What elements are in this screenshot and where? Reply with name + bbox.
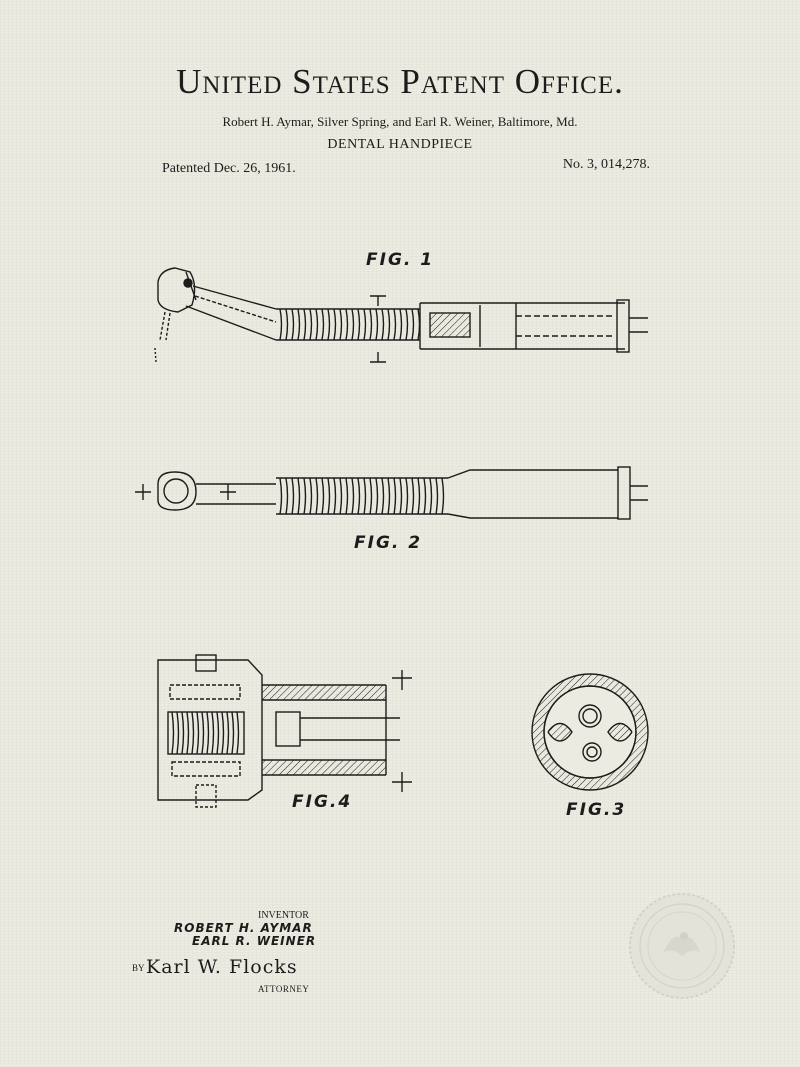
fig3-label: FIG.3 — [566, 800, 627, 820]
eagle-seal-icon — [629, 893, 735, 999]
patent-subject: DENTAL HANDPIECE — [327, 137, 473, 152]
inventor-name-2: EARL R. WEINER — [192, 934, 317, 948]
fig4-label: FIG.4 — [292, 792, 353, 812]
page-title: United States Patent Office. — [176, 62, 624, 101]
attorney-label: ATTORNEY — [258, 984, 310, 994]
fig1-label: FIG. 1 — [366, 250, 435, 270]
inventors-line: Robert H. Aymar, Silver Spring, and Earl… — [222, 114, 578, 129]
fig2-drawing — [135, 466, 648, 520]
patented-date: Patented Dec. 26, 1961. — [162, 161, 296, 176]
inventor-name-1: ROBERT H. AYMAR — [174, 921, 313, 935]
attorney-signature: Karl W. Flocks — [146, 956, 298, 978]
fig1-drawing — [154, 267, 648, 363]
fig2-label: FIG. 2 — [354, 533, 423, 553]
inventor-label: INVENTOR — [258, 910, 309, 921]
patent-number: No. 3, 014,278. — [562, 157, 650, 172]
fig3-drawing — [531, 673, 649, 791]
by-label: BY — [132, 963, 145, 973]
fig4-drawing — [157, 654, 412, 808]
